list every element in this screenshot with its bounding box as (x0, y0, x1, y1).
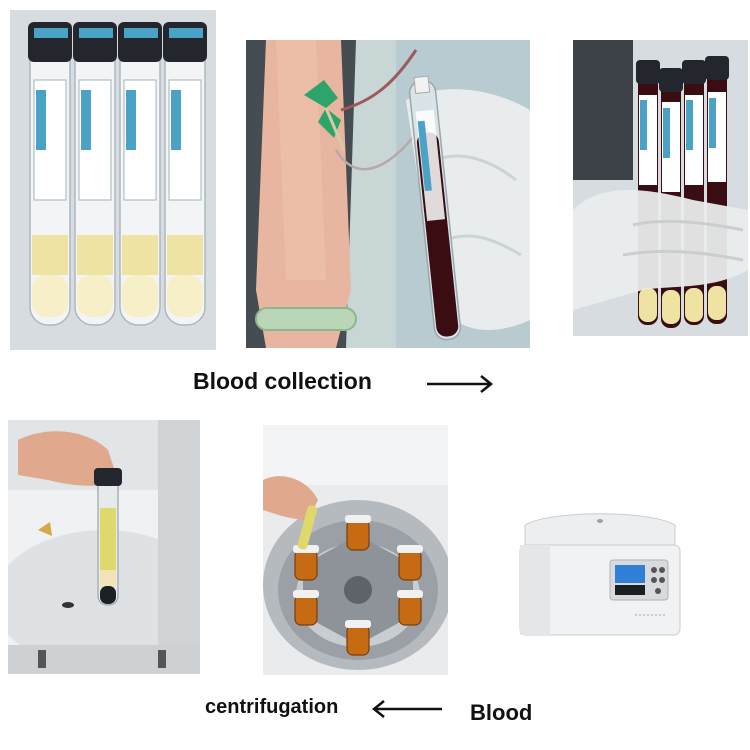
panel-centrifuge-rotor (263, 425, 448, 675)
panel-prp-tube-centrifuge (8, 420, 200, 674)
blood-draw-photo (246, 40, 530, 348)
centrifugation-caption: centrifugation (205, 696, 339, 718)
arrow-left-icon (371, 700, 442, 718)
blood-caption: Blood (470, 700, 533, 725)
prp-tube-photo (8, 420, 200, 674)
centrifuge-machine-photo (510, 505, 690, 645)
tube-group (28, 22, 207, 326)
panel-filled-tubes (573, 40, 748, 336)
prp-tubes-photo (10, 10, 216, 350)
filled-tubes-photo (573, 40, 748, 336)
blood-collection-caption: Blood collection (193, 368, 372, 394)
panel-centrifuge-machine (510, 505, 690, 645)
panel-blood-draw (246, 40, 530, 348)
arrow-right-icon (427, 375, 494, 393)
panel-prp-tubes (10, 10, 216, 350)
centrifuge-rotor-photo (263, 425, 448, 675)
